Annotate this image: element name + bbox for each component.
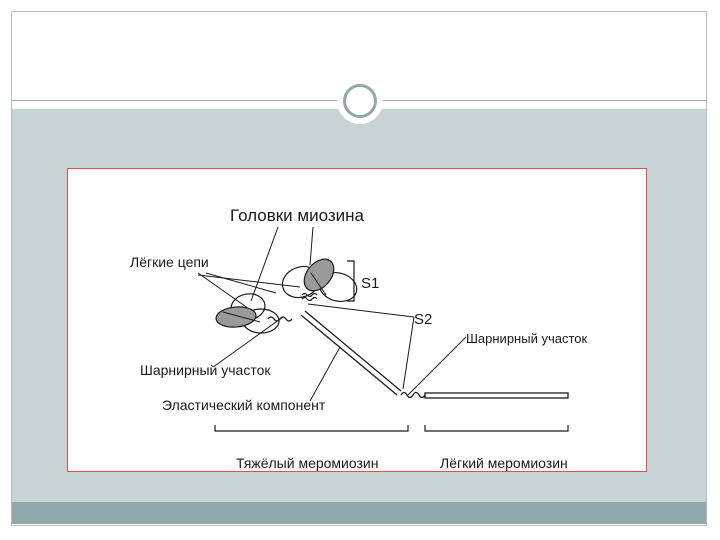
lower-hinge-coil xyxy=(400,391,426,399)
ring-icon xyxy=(343,84,377,118)
label-myosin-heads: Головки миозина xyxy=(230,206,365,225)
myosin-diagram-panel: Головки миозина Лёгкие цепи S1 S2 Шарнир… xyxy=(67,168,647,472)
left-hinge-coil xyxy=(267,316,293,322)
label-s2: S2 xyxy=(414,311,432,328)
label-s1: S1 xyxy=(361,275,379,292)
footer-bar xyxy=(12,502,706,524)
myosin-heads xyxy=(215,258,335,328)
light-chain-strokes xyxy=(222,272,327,323)
label-heavy-meromyosin: Тяжёлый меромиозин xyxy=(236,455,378,471)
upper-hinge-coil xyxy=(301,292,318,302)
hinge-right-pointer xyxy=(407,336,467,396)
label-elastic-component: Эластический компонент xyxy=(162,397,326,413)
title-pointer-lines xyxy=(250,226,314,302)
light-meromyosin-rod xyxy=(424,392,569,399)
hinge-left-pointer xyxy=(215,316,284,366)
label-hinge-left: Шарнирный участок xyxy=(140,362,271,378)
heavy-meromyosin-bracket xyxy=(214,425,409,432)
light-meromyosin-bracket xyxy=(424,425,569,432)
myosin-diagram: Головки миозина Лёгкие цепи S1 S2 Шарнир… xyxy=(130,206,587,471)
label-hinge-right: Шарнирный участок xyxy=(466,331,587,346)
s2-rod xyxy=(300,310,402,396)
label-light-chains: Лёгкие цепи xyxy=(130,254,209,270)
elastic-pointer xyxy=(309,346,341,402)
label-light-meromyosin: Лёгкий меромиозин xyxy=(440,455,568,471)
s2-pointer-lines xyxy=(307,303,415,390)
